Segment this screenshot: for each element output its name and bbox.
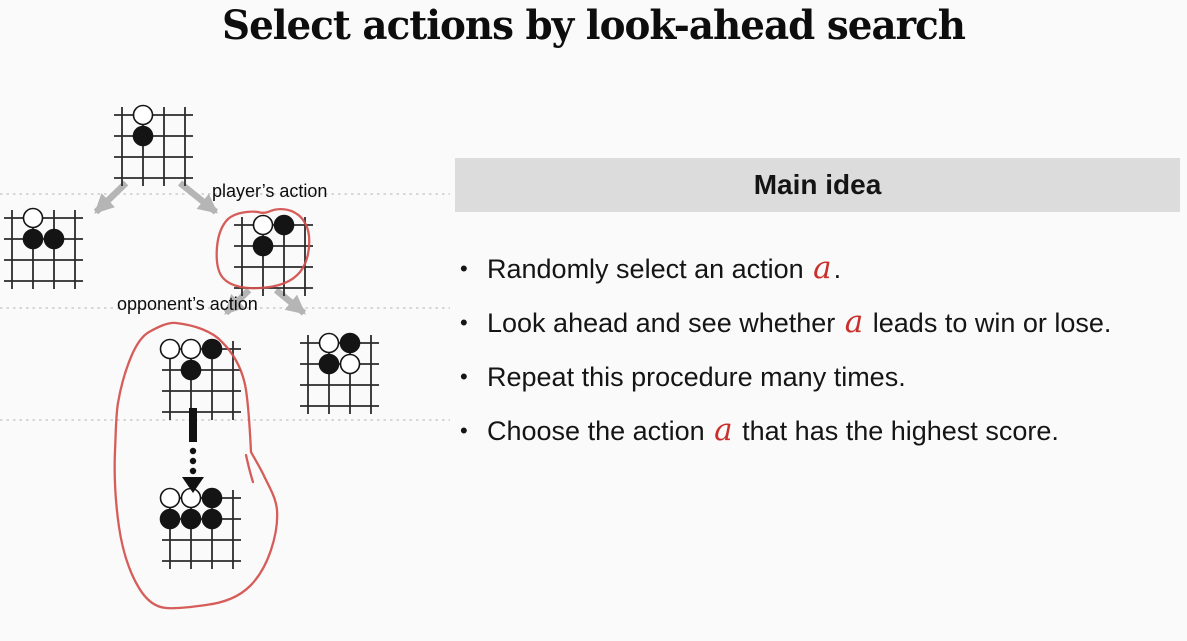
bullet-text: that has the highest score. xyxy=(734,416,1059,446)
black-stone xyxy=(180,508,202,530)
white-stone xyxy=(159,338,181,360)
black-stone xyxy=(43,228,65,250)
main-idea-bullets: • Randomly select an action a. • Look ahea… xyxy=(458,252,1148,468)
white-stone xyxy=(318,332,340,354)
go-board-left-branch-position xyxy=(4,207,83,289)
bullet-randomly-select: • Randomly select an action a. xyxy=(458,252,1142,286)
bullet-dot: • xyxy=(460,256,468,281)
action-variable xyxy=(906,358,910,394)
black-stone xyxy=(201,487,223,509)
red-annotations xyxy=(113,207,311,610)
edge-players-move-to-opponents-move xyxy=(223,287,252,316)
rollout-arrow xyxy=(182,408,204,493)
go-board-players-move-position xyxy=(234,214,313,296)
black-stone xyxy=(22,228,44,250)
black-stone xyxy=(159,508,181,530)
edge-root-to-left xyxy=(93,180,129,215)
action-variable: a xyxy=(714,412,733,448)
main-idea-header: Main idea xyxy=(455,158,1180,212)
white-stone xyxy=(252,214,274,236)
go-boards xyxy=(4,104,379,569)
bullet-dot: • xyxy=(460,364,468,389)
bullet-text: leads to win or lose. xyxy=(865,308,1112,338)
black-stone xyxy=(339,332,361,354)
bullet-dot: • xyxy=(460,310,468,335)
bullet-text: Randomly select an action xyxy=(487,254,812,284)
bullet-text: Repeat this procedure many times. xyxy=(487,362,906,392)
white-stone xyxy=(339,353,361,375)
edge-root-to-players-move xyxy=(177,180,219,215)
label-players-action: player’s action xyxy=(212,181,328,201)
white-stone xyxy=(22,207,44,229)
white-stone xyxy=(159,487,181,509)
black-stone xyxy=(132,125,154,147)
black-stone xyxy=(201,338,223,360)
black-stone xyxy=(273,214,295,236)
black-stone xyxy=(180,359,202,381)
white-stone xyxy=(180,487,202,509)
white-stone xyxy=(180,338,202,360)
red-loop-rollout xyxy=(113,321,279,610)
bullet-text: Look ahead and see whether xyxy=(487,308,843,338)
bullet-repeat: • Repeat this procedure many times. xyxy=(458,360,1142,394)
go-board-root-position xyxy=(114,104,193,186)
black-stone xyxy=(201,508,223,530)
white-stone xyxy=(132,104,154,126)
black-stone xyxy=(318,353,340,375)
black-stone xyxy=(252,235,274,257)
bullet-choose: • Choose the action a that has the highes… xyxy=(458,414,1142,448)
go-board-alternative-move-position xyxy=(300,332,379,414)
label-opponents-action: opponent’s action xyxy=(117,294,258,314)
action-variable: a xyxy=(844,304,864,340)
edge-players-move-to-alternative xyxy=(273,287,307,316)
go-board-final-position xyxy=(159,487,241,569)
go-board-opponents-move-position xyxy=(159,338,241,420)
action-variable: a xyxy=(813,250,832,286)
tree-edge-arrows xyxy=(93,180,307,316)
red-circle-players-move xyxy=(215,207,311,290)
bullet-look-ahead: • Look ahead and see whether a leads to w… xyxy=(458,306,1142,340)
page-title: Select actions by look-ahead search xyxy=(222,2,966,49)
bullet-text: Choose the action xyxy=(487,416,713,446)
main-idea-panel: Main idea •Randomly select an action a. … xyxy=(455,158,1180,446)
bullet-dot: • xyxy=(460,418,468,443)
search-tree-diagram xyxy=(0,104,450,610)
bullet-text: . xyxy=(833,254,842,284)
red-pen-overlap-stroke xyxy=(244,453,255,484)
